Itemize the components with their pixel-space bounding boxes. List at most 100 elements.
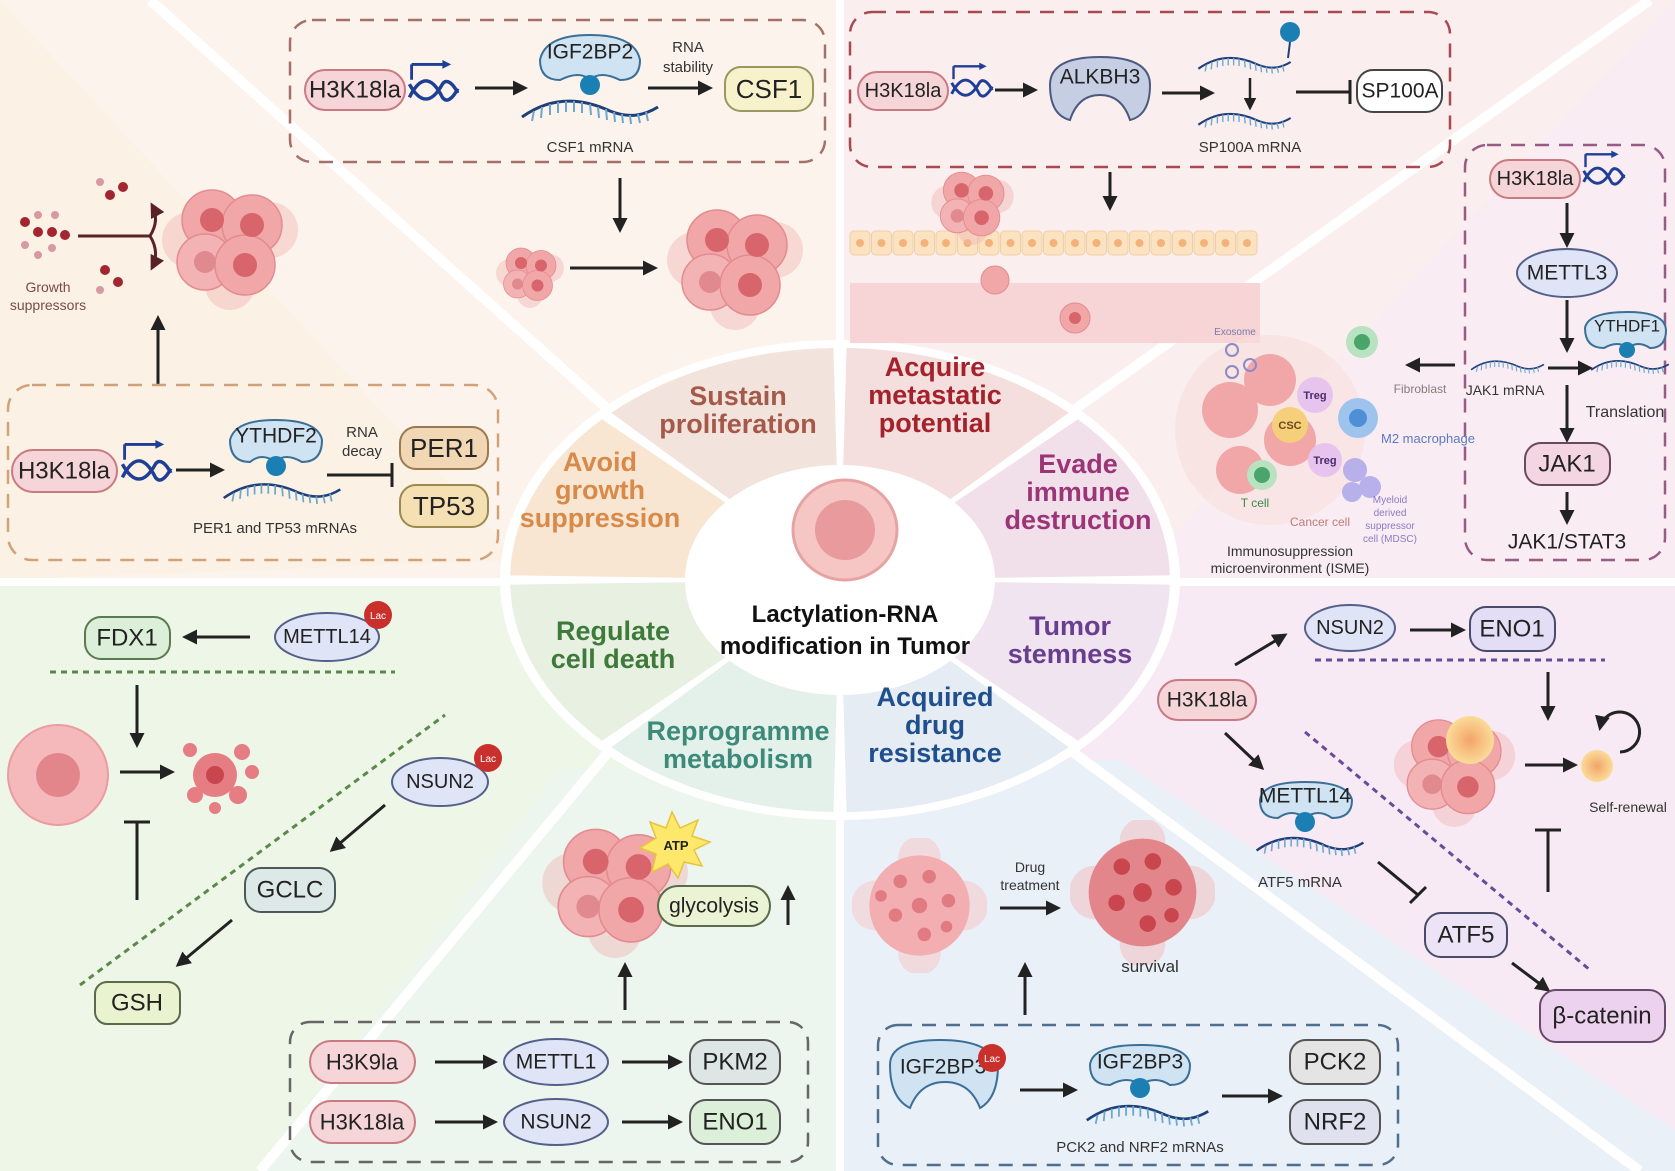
lac-label: Lac	[480, 754, 496, 765]
treg-cell-icon	[1308, 443, 1342, 477]
dashed-box	[848, 10, 1452, 169]
migrating-cell-icon	[980, 265, 1010, 295]
cell-nucleus	[1254, 467, 1270, 483]
deflect-arrow	[148, 235, 165, 271]
arrow	[1511, 961, 1551, 992]
target-label: ENO1	[702, 1109, 767, 1136]
fdx1-node	[84, 616, 171, 660]
edge-label-rna: RNA	[672, 39, 704, 56]
igf2bp3-lac-shape	[888, 1038, 1000, 1110]
mettl3-label: METTL3	[1527, 262, 1608, 285]
h3k18la-label: H3K18la	[18, 458, 111, 485]
jak1-node	[1524, 442, 1611, 486]
inhibition-bar	[1408, 885, 1428, 905]
mettl14-reader-shape	[1258, 780, 1354, 820]
histone-mark-label: H3K18la	[320, 1110, 405, 1135]
separator-line	[1057, 0, 1653, 425]
csf1-node	[724, 66, 814, 112]
isme-label-1: Immunosuppression	[1227, 543, 1353, 559]
mettl14-label: METTL14	[1259, 785, 1352, 808]
per1-label: PER1	[410, 433, 478, 463]
hallmark-label-drug: resistance	[868, 738, 1002, 768]
hallmark-label-avoid: growth	[555, 475, 645, 505]
isme-label-2: microenvironment (ISME)	[1211, 560, 1370, 576]
mdsc-cell-icon	[1359, 476, 1381, 498]
me-mark-icon	[1295, 812, 1315, 832]
hallmark-label-sustain: Sustain	[689, 381, 787, 411]
fdx1-label: FDX1	[96, 625, 157, 652]
lac-label: Lac	[984, 1054, 1000, 1065]
epithelial-nucleus	[1221, 239, 1230, 247]
h3k18la-node	[1157, 679, 1257, 721]
h3k18la-label: H3K18la	[865, 80, 943, 102]
hallmark-label-stemness: Tumor	[1029, 611, 1111, 641]
epithelial-nucleus	[899, 239, 907, 247]
nrf2-label: NRF2	[1304, 1109, 1367, 1136]
gsh-label: GSH	[111, 990, 163, 1017]
h3k18la-node	[11, 449, 118, 493]
epithelial-nucleus	[1092, 239, 1101, 247]
histone-mark-node	[309, 1100, 416, 1144]
nsun2-node	[1304, 604, 1396, 652]
me-mark-icon	[1130, 1078, 1150, 1098]
eno1-node	[1469, 606, 1556, 652]
fibroblast-label: Fibroblast	[1394, 382, 1447, 396]
jak1-mrna-label: JAK1 mRNA	[1466, 382, 1545, 398]
ythdf2-reader-shape	[228, 418, 324, 464]
hallmark-label-drug: Acquired	[876, 682, 993, 712]
igf2bp2-reader-shape	[538, 33, 642, 82]
translation-label: Translation	[1586, 404, 1665, 421]
mdsc-label-2: derived	[1374, 508, 1407, 519]
survival-label: survival	[1121, 957, 1179, 976]
hallmark-label-metastatic: potential	[879, 408, 992, 438]
dashed-box	[288, 1020, 810, 1164]
mettl14-node	[274, 612, 380, 662]
atp-label: ATP	[663, 838, 688, 853]
alkbh3-label: ALKBH3	[1060, 66, 1141, 89]
epithelial-nucleus	[856, 239, 864, 247]
lac-mark-icon	[364, 601, 392, 629]
treg-label: Treg	[1303, 390, 1326, 402]
hallmark-label-stemness: stemness	[1008, 639, 1133, 669]
blood-vessel-icon	[850, 283, 1260, 343]
mettl14-label: METTL14	[283, 626, 371, 648]
self-renewal-label: Self-renewal	[1589, 799, 1667, 815]
exosome-icon	[1225, 343, 1239, 357]
epithelial-nucleus	[877, 239, 886, 247]
csc-cell-icon	[1272, 407, 1308, 443]
nrf2-node	[1289, 1099, 1381, 1145]
panel-sustain-proliferation: H3K18la IGF2BP2 CSF1 mRNA RNA stability …	[288, 18, 827, 330]
inhibition-line	[1377, 860, 1419, 897]
epithelial-nucleus	[1049, 239, 1058, 247]
edge-label-decay: decay	[342, 443, 383, 460]
me-mark-icon	[266, 456, 286, 476]
separator-line	[1067, 745, 1643, 1171]
exosome-icon	[1243, 358, 1257, 372]
gsh-node	[94, 981, 181, 1025]
center-title-line2: modification in Tumor	[720, 633, 970, 660]
edge-label-rna: RNA	[346, 424, 378, 441]
eno1-label: ENO1	[1479, 616, 1544, 643]
dashed-box	[1463, 143, 1667, 562]
cell-nucleus	[1069, 312, 1081, 324]
hallmark-label-avoid: suppression	[520, 503, 681, 533]
beta-catenin-node	[1539, 989, 1666, 1043]
atp-burst-icon	[638, 810, 712, 880]
target-node	[689, 1039, 781, 1085]
hallmark-label-metastatic: metastatic	[868, 380, 1002, 410]
edge-label-stability: stability	[663, 59, 714, 76]
h3k18la-label: H3K18la	[309, 77, 402, 104]
mdsc-label-4: cell (MDSC)	[1363, 534, 1417, 545]
arrow	[1234, 633, 1288, 667]
panel-acquire-metastatic-potential: H3K18la ALKBH3 SP100A mRNA SP100A	[848, 10, 1452, 343]
me-mark-icon	[1619, 342, 1635, 358]
mdsc-cell-icon	[1343, 458, 1367, 482]
panel-regulate-cell-death: FDX1 METTL14 Lac NSUN2 Lac GCLC GSH	[7, 601, 502, 1025]
tp53-node	[399, 484, 489, 528]
per1-node	[399, 426, 489, 470]
exosome-label: Exosome	[1214, 327, 1256, 338]
center-title-line1: Lactylation-RNA	[752, 601, 939, 628]
hallmark-label-metabolism: Reprogramme	[646, 716, 829, 746]
epithelial-nucleus	[1157, 239, 1165, 247]
